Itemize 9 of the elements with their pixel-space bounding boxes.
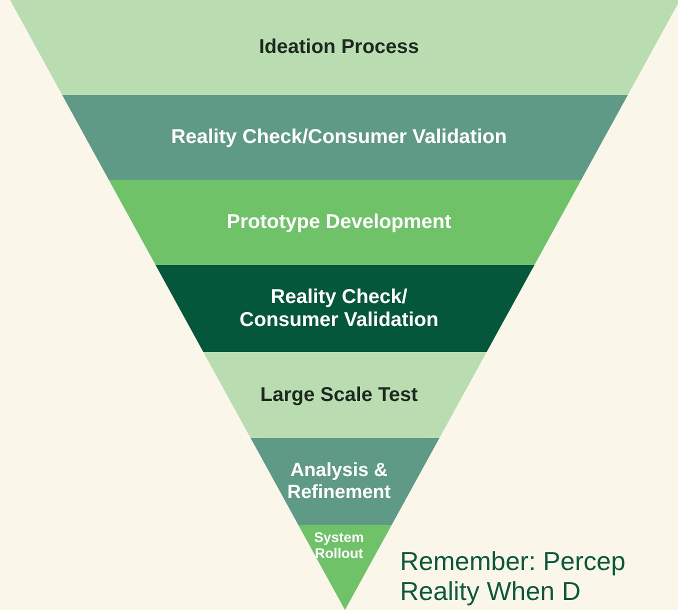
stage-label: System Rollout	[313, 529, 365, 562]
stage-label: Large Scale Test	[260, 384, 418, 406]
stage-label: Reality Check/ Consumer Validation	[238, 286, 440, 332]
stage-label: Analysis & Refinement	[286, 460, 392, 504]
note-text: Reality When D	[400, 576, 581, 607]
stage-label: Prototype Development	[226, 211, 452, 234]
stage-label: Ideation Process	[258, 36, 420, 59]
note-text: Remember: Percep	[400, 546, 626, 577]
stage-label: Reality Check/Consumer Validation	[171, 126, 507, 149]
